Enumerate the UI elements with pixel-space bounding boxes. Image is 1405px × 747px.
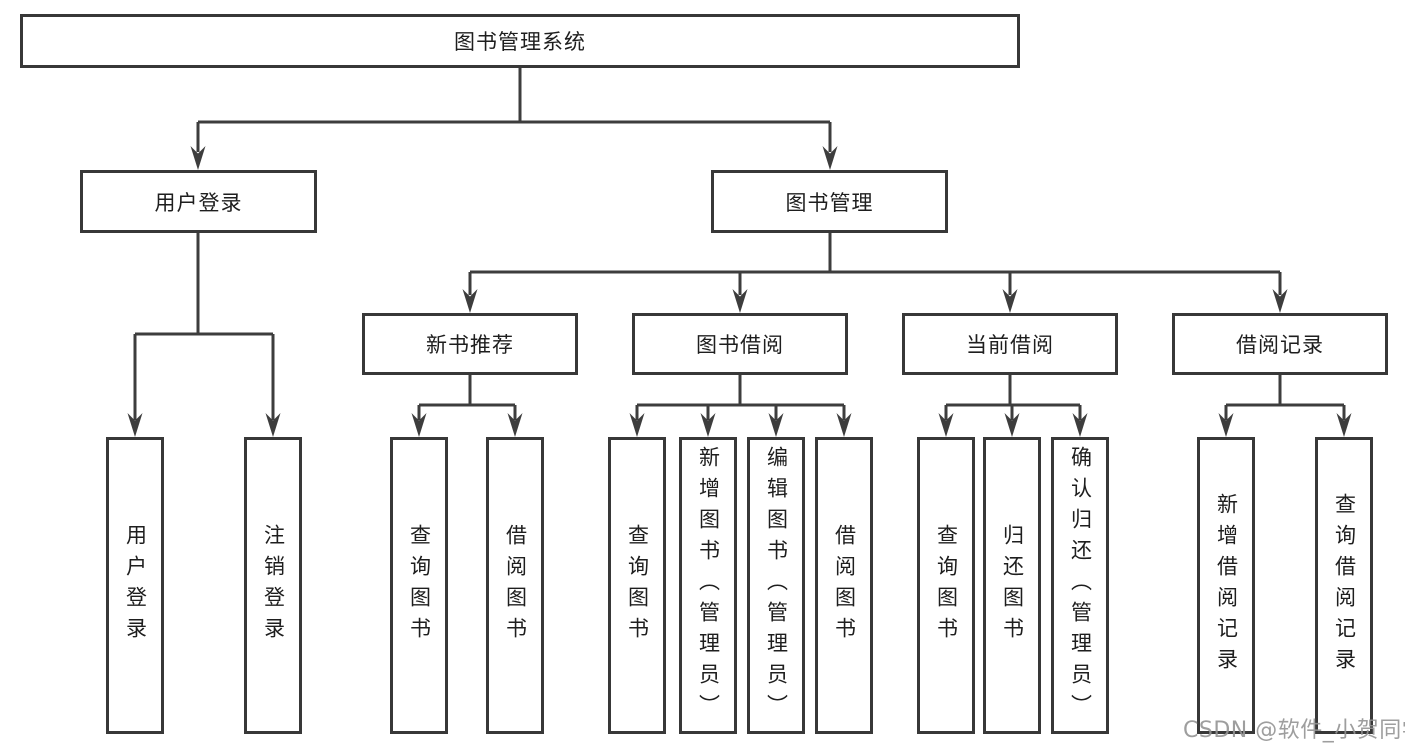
node-leaf-query-books-current: 查询图书 <box>917 437 975 734</box>
node-label: 图书管理 <box>785 190 874 215</box>
node-leaf-borrow-books: 借阅图书 <box>815 437 873 734</box>
node-label: 新增图书（管理员） <box>696 446 721 725</box>
node-leaf-confirm-return-admin: 确认归还（管理员） <box>1051 437 1109 734</box>
node-leaf-add-books-admin: 新增图书（管理员） <box>679 437 737 734</box>
node-label: 当前借阅 <box>966 333 1054 357</box>
node-label: 借阅图书 <box>503 523 528 648</box>
node-leaf-add-borrow-record: 新增借阅记录 <box>1197 437 1255 734</box>
node-user-login: 用户登录 <box>80 170 317 233</box>
node-label: 借阅图书 <box>832 523 857 648</box>
node-label: 借阅记录 <box>1236 333 1324 357</box>
node-label: 注销登录 <box>261 523 286 648</box>
node-label: 查询图书 <box>625 523 650 648</box>
node-label: 查询图书 <box>934 523 959 648</box>
csdn-watermark: CSDN @软件_小贺同学 <box>1183 718 1405 743</box>
node-current-borrowing: 当前借阅 <box>902 313 1118 375</box>
node-book-management: 图书管理 <box>711 170 948 233</box>
node-label: 查询图书 <box>407 523 432 648</box>
node-label: 用户登录 <box>123 523 148 648</box>
node-library-management-system: 图书管理系统 <box>20 14 1020 68</box>
node-leaf-query-borrow-record: 查询借阅记录 <box>1315 437 1373 734</box>
node-label: 确认归还（管理员） <box>1068 446 1093 725</box>
node-label: 用户登录 <box>154 190 243 215</box>
node-book-borrowing: 图书借阅 <box>632 313 848 375</box>
node-label: 新增借阅记录 <box>1214 492 1239 679</box>
node-label: 图书借阅 <box>696 333 784 357</box>
node-leaf-logout: 注销登录 <box>244 437 302 734</box>
node-label: 编辑图书（管理员） <box>764 446 789 725</box>
node-leaf-user-login: 用户登录 <box>106 437 164 734</box>
node-label: 查询借阅记录 <box>1332 492 1357 679</box>
node-leaf-borrow-books-recommend: 借阅图书 <box>486 437 544 734</box>
node-new-book-recommend: 新书推荐 <box>362 313 578 375</box>
node-borrow-records: 借阅记录 <box>1172 313 1388 375</box>
node-leaf-query-books-recommend: 查询图书 <box>390 437 448 734</box>
node-label: 归还图书 <box>1000 523 1025 648</box>
node-leaf-edit-books-admin: 编辑图书（管理员） <box>747 437 805 734</box>
node-label: 新书推荐 <box>426 333 514 357</box>
node-leaf-return-books: 归还图书 <box>983 437 1041 734</box>
node-leaf-query-books-borrowing: 查询图书 <box>608 437 666 734</box>
node-label: 图书管理系统 <box>454 30 586 54</box>
